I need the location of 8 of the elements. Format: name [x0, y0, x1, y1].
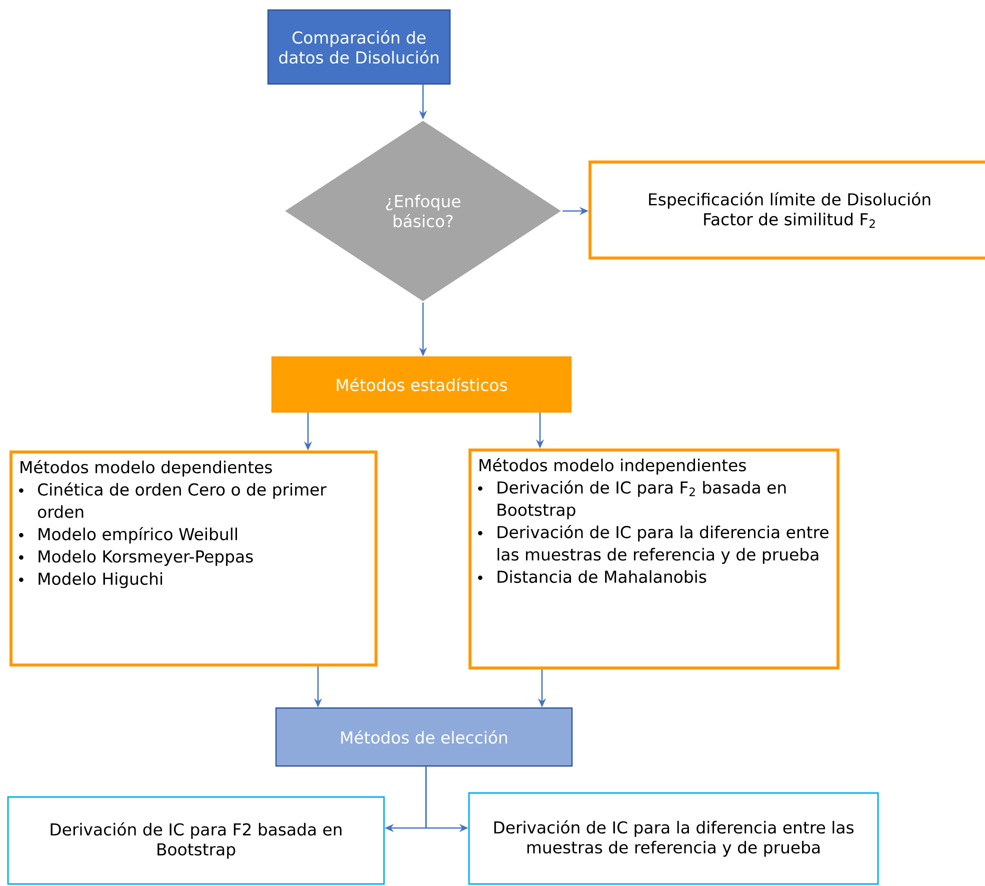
list-box: Métodos modelo independientes Derivación de IC para F$_{2}$ basada en Bootstrap Derivación de IC para la diferencia entre las muestras de referencia y de prueba Distancia de Mahalanobis [468, 448, 840, 670]
process-box: Métodos estadísticos [271, 356, 572, 413]
process-box: Métodos de elección [275, 707, 573, 767]
result-box: Derivación de IC para F2 basada en Bootstrap [7, 796, 385, 885]
list-box: Métodos modelo dependientes Cinética de orden Cero o de primer orden Modelo empírico Weibull Modelo Korsmeyer-Peppas Modelo Higuchi [10, 450, 378, 666]
result-box: Especificación límite de Disolución Factor de similitud F$_{2}$ [588, 160, 985, 260]
process-box: Comparación de datos de Disolución [267, 9, 451, 85]
result-box: Derivación de IC para la diferencia entre las muestras de referencia y de prueba [468, 792, 879, 885]
